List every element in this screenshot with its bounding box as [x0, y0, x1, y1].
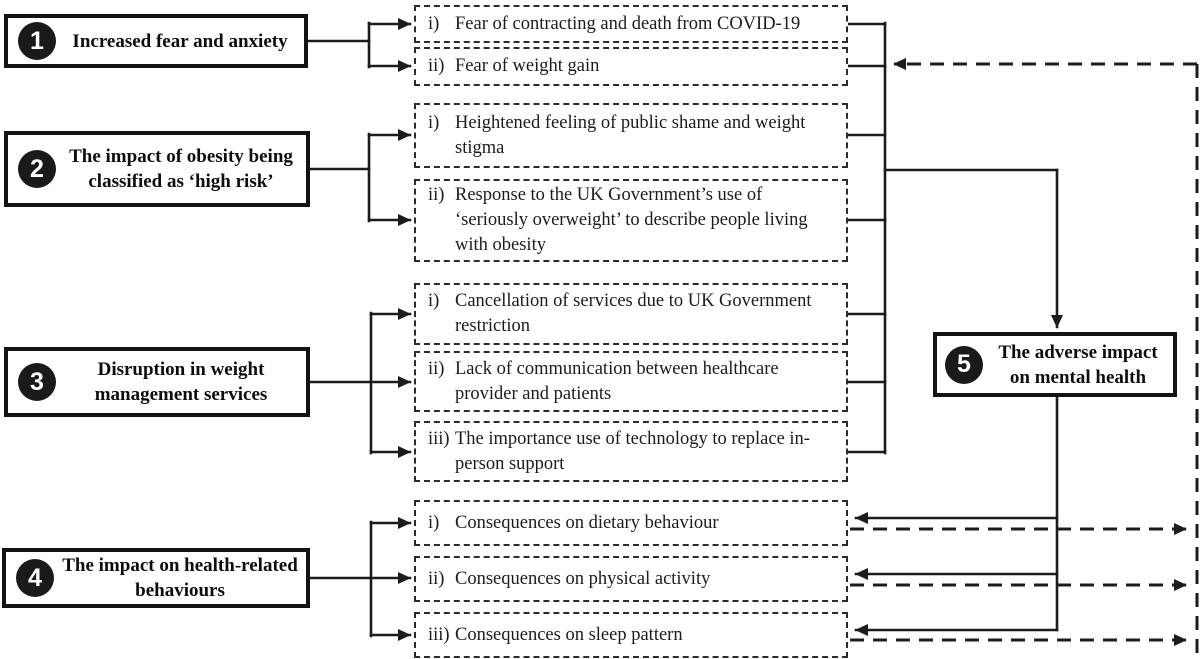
subtheme-3iii-label: iii): [428, 428, 450, 449]
theme-3-box: 3 Disruption in weight management servic…: [4, 347, 310, 417]
subtheme-4i-box: i) Consequences on dietary behaviour: [414, 500, 848, 546]
outcome-number-badge: 5: [945, 345, 983, 384]
theme-4-number-badge: 4: [16, 559, 54, 597]
subtheme-1ii-box: ii) Fear of weight gain: [414, 47, 848, 86]
subtheme-3ii-box: ii) Lack of communication between health…: [414, 351, 848, 412]
collector-line: [846, 21, 887, 455]
outcome-title: The adverse impact on mental health: [998, 341, 1158, 388]
collector-to-outcome-arrow: [883, 168, 1063, 329]
subtheme-2ii-text: Response to the UK Government’s use of ‘…: [455, 185, 808, 255]
theme-4-title: The impact on health-related behaviours: [62, 555, 298, 601]
subtheme-3iii-text: The importance use of technology to repl…: [455, 428, 810, 474]
subtheme-4iii-label: iii): [428, 624, 450, 645]
subtheme-2i-text: Heightened feeling of public shame and w…: [455, 112, 806, 158]
subtheme-4iii-box: iii) Consequences on sleep pattern: [414, 612, 848, 658]
subtheme-3i-text: Cancellation of services due to UK Gover…: [455, 291, 812, 336]
subtheme-3i-label: i): [428, 291, 440, 311]
subtheme-1ii-label: ii): [428, 56, 445, 76]
subtheme-3ii-text: Lack of communication between healthcare…: [455, 358, 779, 404]
subtheme-4iii-text: Consequences on sleep pattern: [455, 624, 683, 645]
theme-1-box: 1 Increased fear and anxiety: [4, 14, 308, 68]
theme-1-number-badge: 1: [18, 22, 56, 60]
subtheme-3iii-box: iii) The importance use of technology to…: [414, 421, 848, 482]
theme-2-number-badge: 2: [18, 150, 56, 188]
theme-3-connectors: [308, 308, 412, 458]
subtheme-3ii-label: ii): [428, 358, 445, 379]
subtheme-1i-text: Fear of contracting and death from COVID…: [455, 13, 801, 34]
subtheme-4ii-label: ii): [428, 568, 445, 589]
theme-4-box: 4 The impact on health-related behaviour…: [2, 548, 310, 608]
outcome-to-behaviours-arrows: [854, 395, 1059, 636]
subtheme-1ii-text: Fear of weight gain: [455, 56, 600, 76]
theme-3-number-badge: 3: [18, 363, 56, 401]
theme-2-box: 2 The impact of obesity being classified…: [4, 131, 310, 207]
subtheme-1i-box: i) Fear of contracting and death from CO…: [414, 5, 848, 43]
theme-1-connectors: [306, 18, 412, 72]
subtheme-4i-label: i): [428, 512, 440, 533]
subtheme-4ii-text: Consequences on physical activity: [455, 568, 711, 589]
theme-1-title: Increased fear and anxiety: [72, 30, 288, 52]
subtheme-1i-label: i): [428, 13, 440, 34]
theme-2-title: The impact of obesity being classified a…: [69, 146, 293, 192]
theme-3-title: Disruption in weight management services: [94, 359, 268, 405]
theme-2-connectors: [308, 129, 412, 226]
subtheme-2ii-label: ii): [428, 185, 445, 205]
subtheme-3i-box: i) Cancellation of services due to UK Go…: [414, 283, 848, 345]
subtheme-2i-box: i) Heightened feeling of public shame an…: [414, 103, 848, 168]
subtheme-4ii-box: ii) Consequences on physical activity: [414, 556, 848, 602]
theme-4-connectors: [308, 517, 412, 641]
subtheme-2i-label: i): [428, 112, 440, 133]
subtheme-4i-text: Consequences on dietary behaviour: [455, 512, 719, 533]
feedback-loop-dashed: [850, 58, 1199, 659]
subtheme-2ii-box: ii) Response to the UK Government’s use …: [414, 179, 848, 262]
outcome-box: 5 The adverse impact on mental health: [933, 332, 1177, 397]
